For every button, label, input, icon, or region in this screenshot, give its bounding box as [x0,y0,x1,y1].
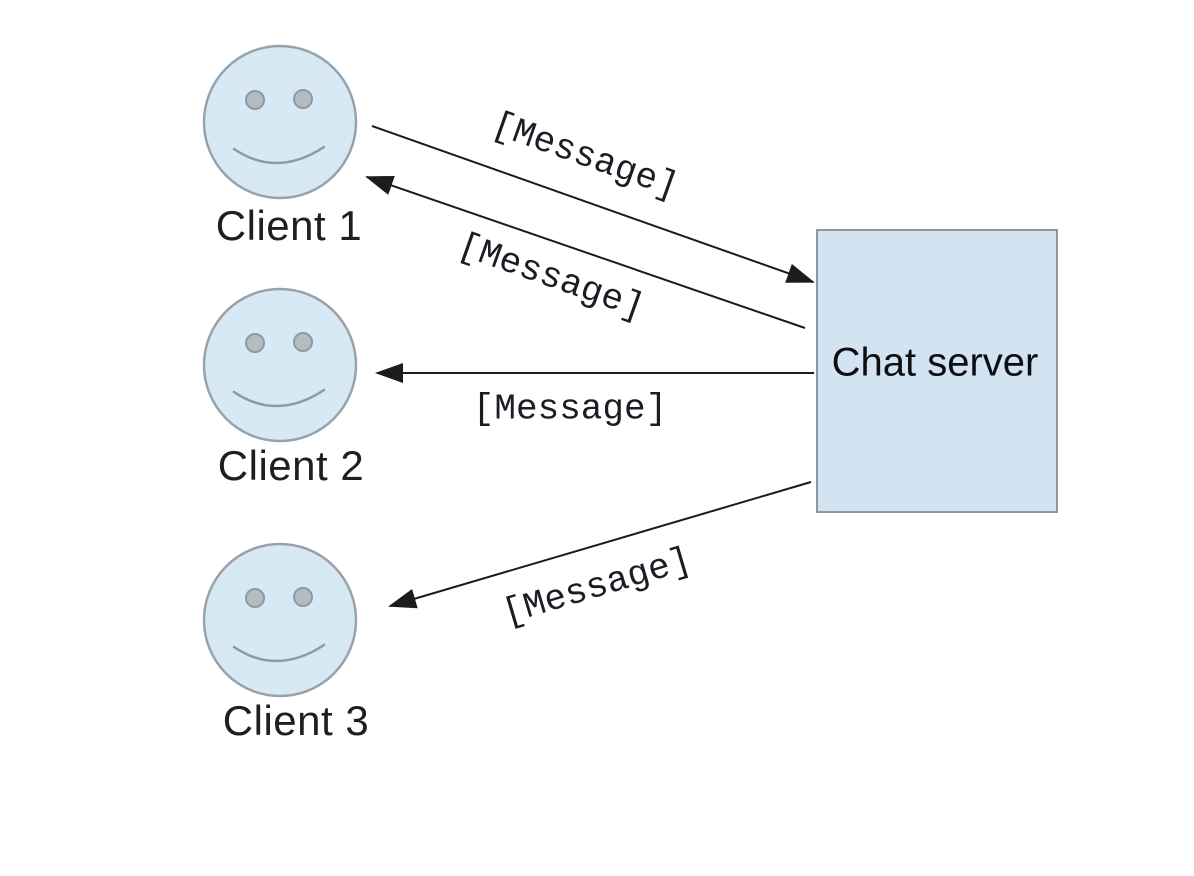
chat-server-box [816,229,1058,513]
client-3-face-icon [202,542,358,698]
client-2-face-icon [202,287,358,443]
chat-server-label: Chat server [831,340,1039,385]
right-eye-icon [293,89,313,109]
left-eye-icon [245,333,265,353]
right-eye-icon [293,587,313,607]
client-2-label: Client 2 [217,442,365,489]
client-3-label: Client 3 [222,697,370,744]
arrow-server-to-client3 [388,481,812,609]
smile-icon [232,388,326,408]
face-circle [202,44,358,200]
arrow-client1-to-server [371,125,815,283]
arrow-server-to-client1 [365,176,806,329]
face-circle [202,287,358,443]
right-eye-icon [293,332,313,352]
left-eye-icon [245,588,265,608]
left-eye-icon [245,90,265,110]
client-1-face-icon [202,44,358,200]
message-label-server-to-client2: [Message] [472,388,668,430]
smile-icon [232,145,326,165]
client-1-label: Client 1 [215,202,363,249]
smile-icon [232,643,326,663]
face-circle [202,542,358,698]
